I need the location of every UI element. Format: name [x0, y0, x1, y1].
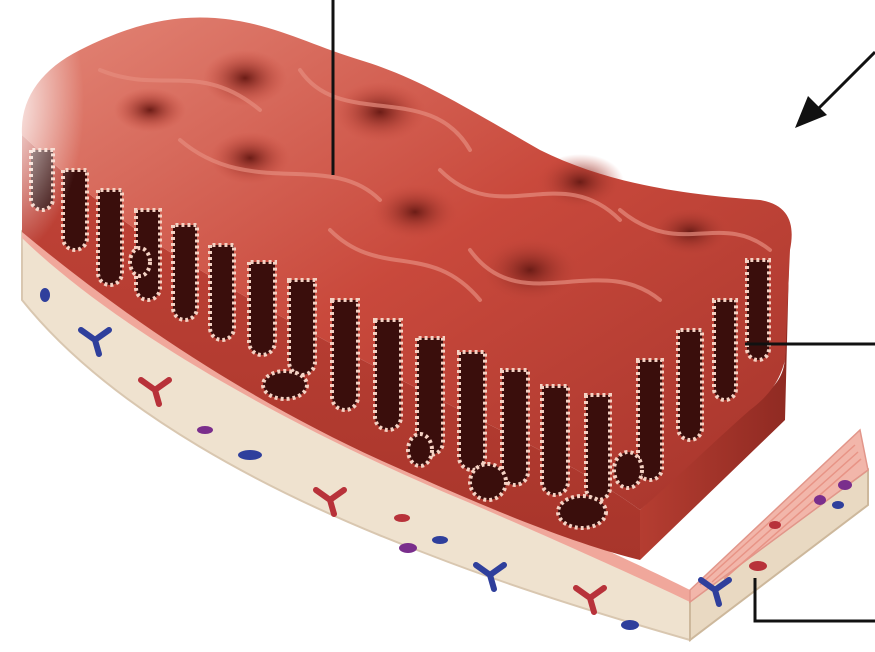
crypt-tube — [502, 370, 528, 485]
crypt-cross-section — [558, 496, 606, 528]
arrow-head-icon — [795, 96, 827, 128]
crypt-tube — [289, 280, 315, 375]
crypt-cross-section — [263, 371, 307, 399]
crypt-tube — [714, 300, 736, 400]
crypt-cross-section — [614, 452, 642, 488]
submucosa-cell — [399, 543, 417, 553]
leader-line-submucosa — [755, 578, 875, 621]
crypt-tube — [542, 386, 568, 495]
crypt-tube — [459, 352, 485, 470]
crypt-cross-section — [470, 464, 506, 500]
leader-line-arrow — [815, 52, 875, 112]
submucosa-cell — [432, 536, 448, 544]
submucosa-cell — [40, 288, 50, 302]
submucosa-cell — [814, 495, 826, 505]
crypt-tube — [173, 225, 197, 320]
crypt-tube — [375, 320, 401, 430]
crypt-tube — [249, 262, 275, 355]
submucosa-cell — [769, 521, 781, 529]
submucosa-cell — [394, 514, 410, 522]
submucosa-cell — [238, 450, 262, 460]
crypt-tube — [332, 300, 358, 410]
submucosa-cell — [838, 480, 852, 490]
submucosa-cell — [749, 561, 767, 571]
submucosa-cell — [197, 426, 213, 434]
left-edge-fade — [0, 0, 140, 260]
submucosa-cell — [832, 501, 844, 509]
crypt-tube — [210, 245, 234, 340]
crypt-tube — [586, 395, 610, 500]
crypt-tube — [678, 330, 702, 440]
submucosa-cell — [621, 620, 639, 630]
submucosa-end — [690, 470, 868, 640]
crypt-cross-section — [408, 434, 432, 466]
